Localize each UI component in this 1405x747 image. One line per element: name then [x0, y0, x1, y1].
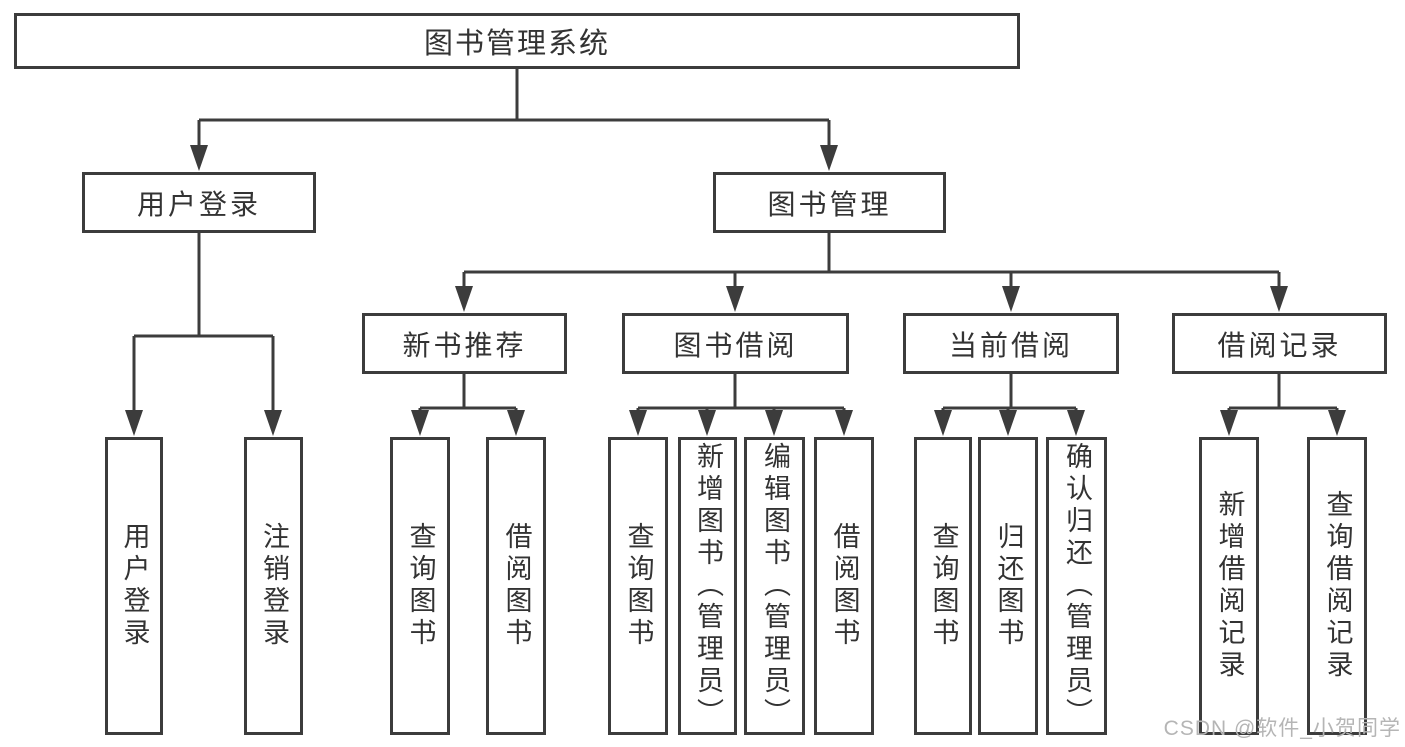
node-borrow-records: 借阅记录 [1172, 313, 1387, 374]
node-label: 图书管理 [767, 188, 892, 220]
node-label: 新书推荐 [402, 329, 527, 361]
leaf-add-borrow-record: 新增借阅记录 [1199, 437, 1259, 735]
leaf-query-books-recommend: 查询图书 [390, 437, 450, 735]
leaf-label: 借阅图书 [829, 522, 860, 650]
leaf-logout: 注销登录 [244, 437, 303, 735]
leaf-label: 用户登录 [119, 522, 150, 650]
node-label: 图书管理系统 [423, 28, 610, 60]
leaf-label: 注销登录 [259, 522, 289, 650]
leaf-confirm-return-admin: 确认归还（管理员） [1046, 437, 1107, 735]
leaf-label: 借阅图书 [501, 522, 532, 650]
leaf-label: 查询借阅记录 [1322, 490, 1353, 682]
leaf-edit-book-admin: 编辑图书（管理员） [744, 437, 805, 735]
leaf-query-books-borrowing: 查询图书 [608, 437, 668, 735]
leaf-return-book: 归还图书 [978, 437, 1038, 735]
node-new-book-recommend: 新书推荐 [362, 313, 567, 374]
leaf-query-books-current: 查询图书 [914, 437, 972, 735]
leaf-user-login: 用户登录 [105, 437, 163, 735]
leaf-label: 新增图书（管理员） [693, 442, 723, 730]
node-current-borrowing: 当前借阅 [903, 313, 1119, 374]
leaf-label: 新增借阅记录 [1214, 490, 1245, 682]
node-label: 图书借阅 [673, 329, 798, 361]
node-book-borrowing: 图书借阅 [622, 313, 849, 374]
node-book-management: 图书管理 [713, 172, 946, 233]
leaf-query-borrow-record: 查询借阅记录 [1307, 437, 1367, 735]
leaf-label: 查询图书 [623, 522, 654, 650]
node-library-management-system: 图书管理系统 [14, 13, 1020, 69]
leaf-label: 查询图书 [928, 522, 959, 650]
node-label: 借阅记录 [1217, 329, 1342, 361]
leaf-label: 归还图书 [993, 522, 1024, 650]
watermark: CSDN @软件_小贺同学 [1163, 717, 1401, 740]
node-label: 用户登录 [136, 188, 261, 220]
node-user-login: 用户登录 [82, 172, 316, 233]
leaf-borrow-books: 借阅图书 [814, 437, 874, 735]
leaf-label: 编辑图书（管理员） [760, 442, 790, 730]
leaf-label: 查询图书 [405, 522, 436, 650]
leaf-borrow-books-recommend: 借阅图书 [486, 437, 546, 735]
node-label: 当前借阅 [948, 329, 1073, 361]
leaf-label: 确认归还（管理员） [1062, 442, 1092, 730]
leaf-add-book-admin: 新增图书（管理员） [678, 437, 737, 735]
